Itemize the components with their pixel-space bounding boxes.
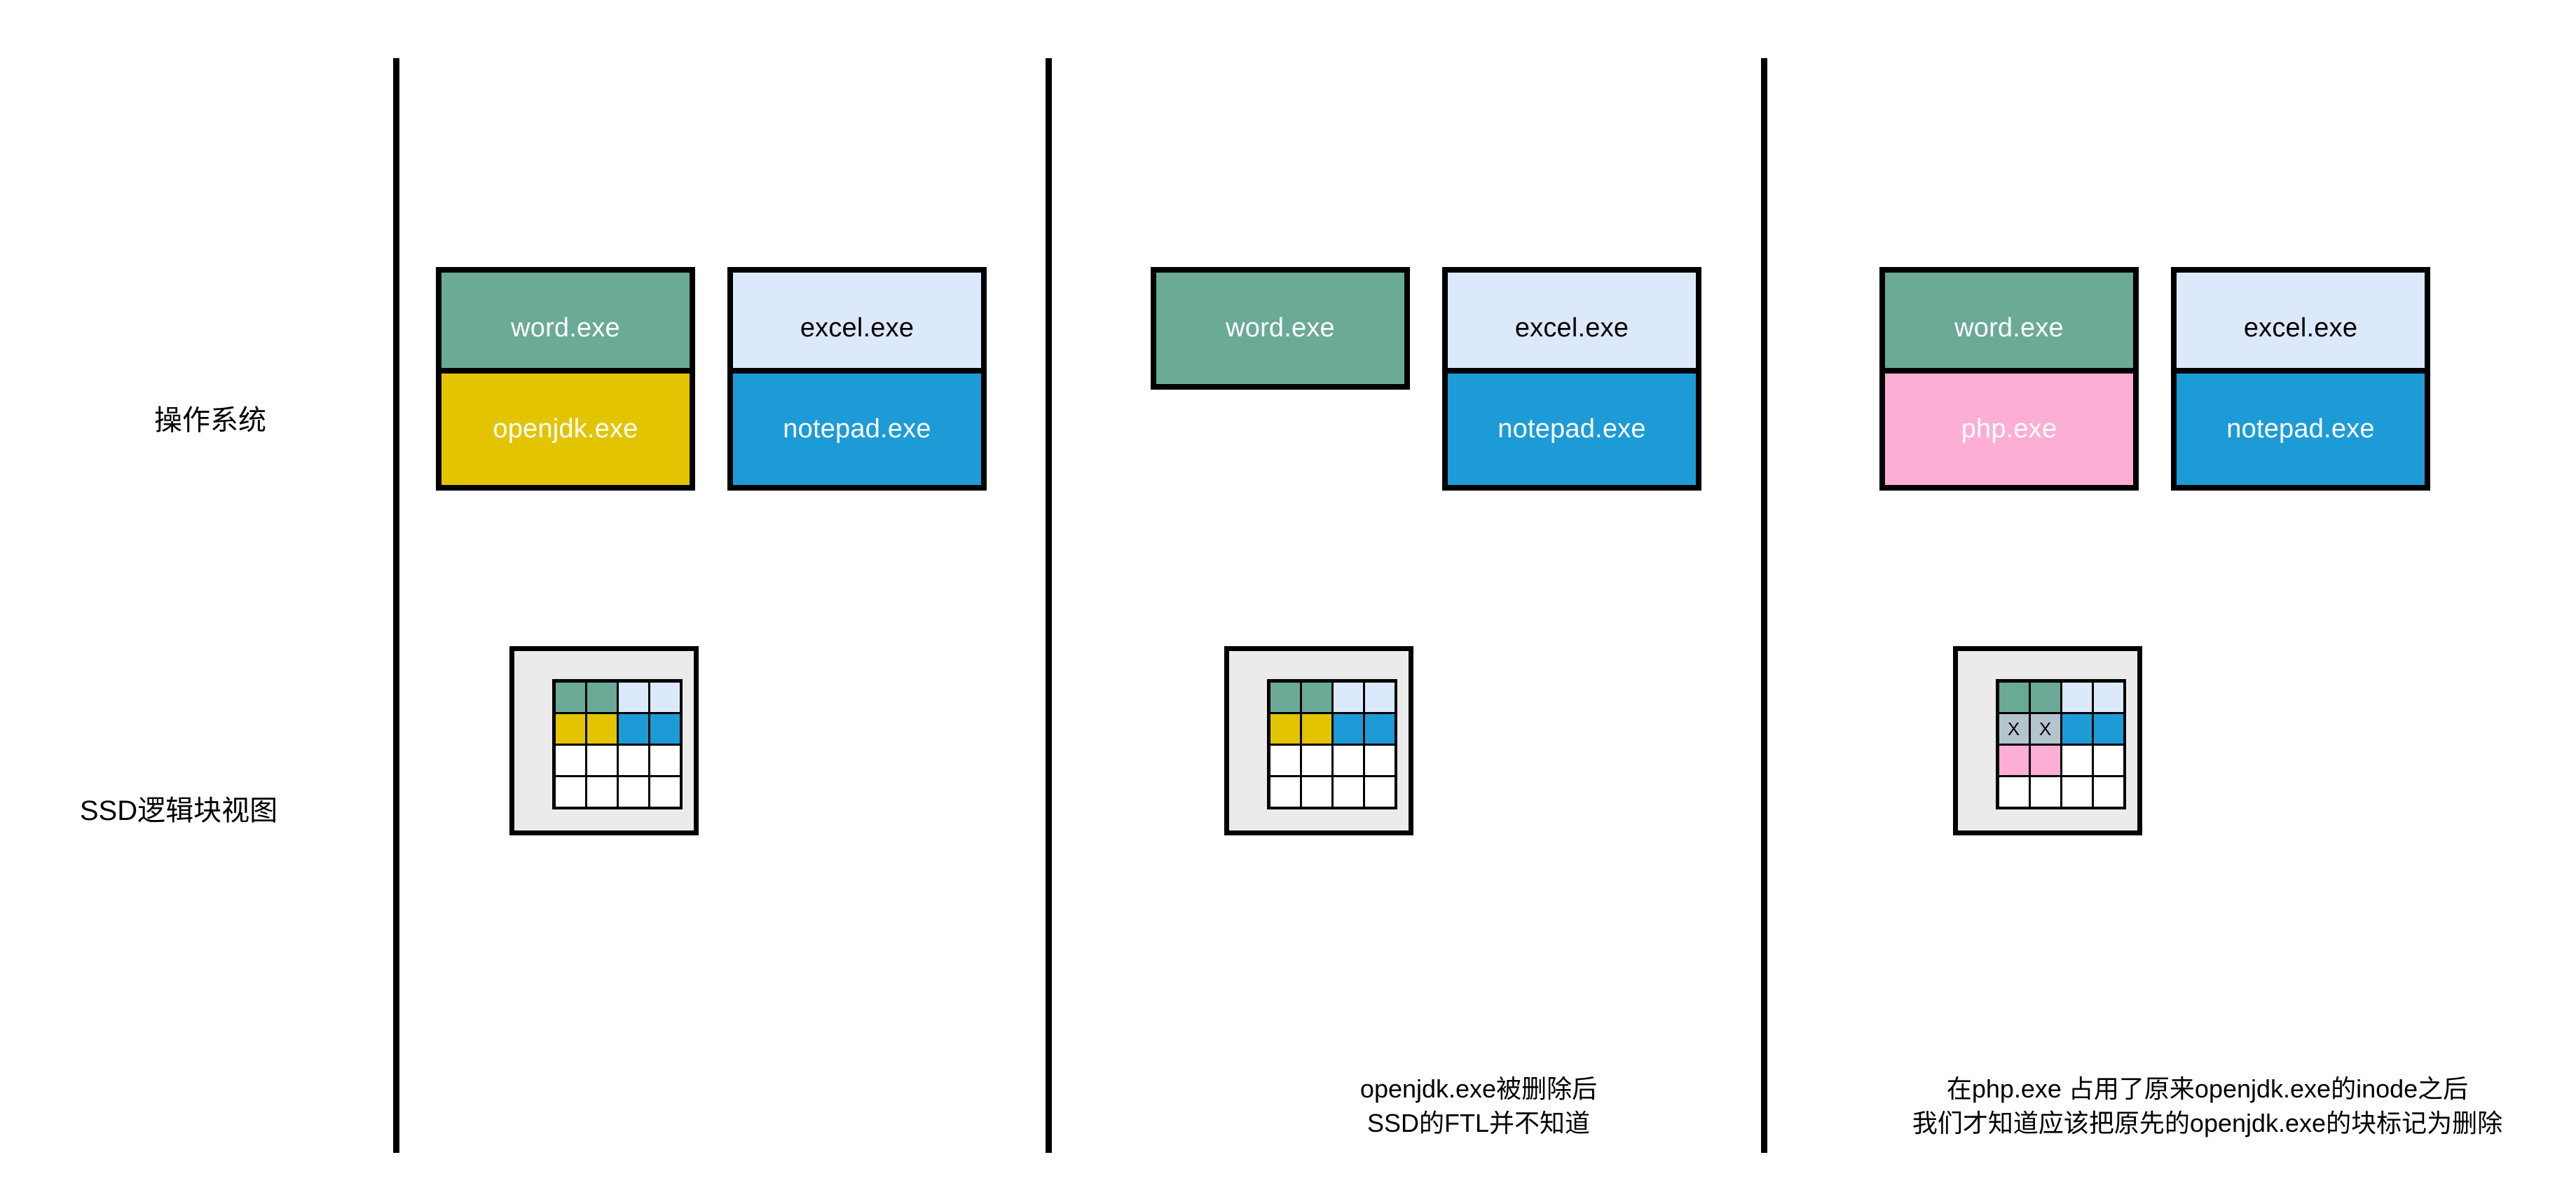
ssd-block[interactable] bbox=[553, 680, 587, 714]
file-box-label: notepad.exe bbox=[2226, 414, 2375, 444]
row-label-ssd-logical-block-view: SSD逻辑块视图 bbox=[79, 795, 278, 826]
ssd-block[interactable] bbox=[648, 680, 682, 714]
ssd-tray bbox=[509, 646, 699, 835]
ssd-block[interactable] bbox=[1331, 774, 1365, 809]
ssd-block[interactable] bbox=[584, 774, 619, 809]
ssd-block-grid bbox=[552, 679, 683, 809]
file-box-notepad-exe[interactable]: notepad.exe bbox=[727, 368, 987, 491]
ssd-block[interactable] bbox=[2091, 774, 2125, 809]
column-divider-1 bbox=[393, 58, 399, 1153]
ssd-block[interactable] bbox=[1362, 743, 1397, 777]
caption-line: 我们才知道应该把原先的openjdk.exe的块标记为删除 bbox=[1912, 1108, 2503, 1137]
ssd-block[interactable] bbox=[648, 711, 682, 746]
file-box-label: word.exe bbox=[1954, 313, 2064, 343]
file-box-label: word.exe bbox=[511, 313, 620, 343]
ssd-block[interactable] bbox=[584, 711, 619, 746]
caption-line: SSD的FTL并不知道 bbox=[1366, 1108, 1591, 1137]
ssd-block[interactable] bbox=[1331, 711, 1365, 746]
ssd-block[interactable] bbox=[616, 774, 650, 809]
caption-line: 在php.exe 占用了原来openjdk.exe的inode之后 bbox=[1946, 1074, 2469, 1103]
ssd-block[interactable] bbox=[1996, 743, 2031, 777]
ssd-block[interactable] bbox=[648, 743, 682, 777]
file-box-notepad-exe[interactable]: notepad.exe bbox=[2171, 368, 2430, 491]
file-box-label: word.exe bbox=[1226, 313, 1335, 343]
file-box-notepad-exe[interactable]: notepad.exe bbox=[1442, 368, 1701, 491]
column-divider-3 bbox=[1761, 58, 1767, 1153]
ssd-block[interactable] bbox=[2060, 711, 2094, 746]
ssd-block[interactable] bbox=[584, 680, 619, 714]
caption-line: openjdk.exe被删除后 bbox=[1359, 1074, 1598, 1103]
ssd-block[interactable] bbox=[2060, 680, 2094, 714]
ssd-block[interactable] bbox=[1268, 680, 1302, 714]
ssd-block[interactable] bbox=[584, 743, 619, 777]
ssd-block[interactable] bbox=[2060, 743, 2094, 777]
ssd-block[interactable] bbox=[1299, 743, 1334, 777]
ssd-block[interactable] bbox=[648, 774, 682, 809]
ssd-block[interactable] bbox=[553, 711, 587, 746]
ssd-block-deleted[interactable]: X bbox=[1996, 711, 2031, 746]
ssd-block[interactable] bbox=[1268, 774, 1302, 809]
ssd-block[interactable] bbox=[2028, 774, 2062, 809]
ssd-block[interactable] bbox=[2060, 774, 2094, 809]
ssd-block[interactable] bbox=[1362, 711, 1397, 746]
ssd-tray bbox=[1224, 646, 1413, 835]
file-box-label: excel.exe bbox=[2243, 313, 2358, 343]
ssd-block[interactable] bbox=[1268, 711, 1302, 746]
file-box-label: excel.exe bbox=[800, 313, 914, 343]
ssd-block[interactable] bbox=[2091, 711, 2125, 746]
ssd-block[interactable] bbox=[616, 711, 650, 746]
stage-caption: openjdk.exe被删除后 SSD的FTL并不知道 bbox=[1093, 1072, 1864, 1140]
ssd-block[interactable] bbox=[1331, 743, 1365, 777]
ssd-block[interactable] bbox=[1362, 680, 1397, 714]
ssd-block[interactable] bbox=[616, 743, 650, 777]
ssd-block[interactable] bbox=[1362, 774, 1397, 809]
ssd-block-deleted[interactable]: X bbox=[2028, 711, 2062, 746]
ssd-block[interactable] bbox=[1996, 774, 2031, 809]
ssd-block[interactable] bbox=[2028, 743, 2062, 777]
ssd-block[interactable] bbox=[1299, 711, 1334, 746]
file-box-php-exe[interactable]: php.exe bbox=[1879, 368, 2139, 491]
ssd-block[interactable] bbox=[1299, 680, 1334, 714]
file-box-label: excel.exe bbox=[1514, 313, 1629, 343]
column-divider-2 bbox=[1046, 58, 1052, 1153]
ssd-block[interactable] bbox=[1268, 743, 1302, 777]
file-box-openjdk-exe[interactable]: openjdk.exe bbox=[436, 368, 695, 491]
ssd-block[interactable] bbox=[1996, 680, 2031, 714]
ssd-block[interactable] bbox=[2091, 680, 2125, 714]
file-box-word-exe[interactable]: word.exe bbox=[1151, 267, 1410, 390]
stage-column-2: word.exe excel.exe notepad.exe openjdk.exe被… bbox=[1135, 0, 1822, 1197]
ssd-block[interactable] bbox=[2091, 743, 2125, 777]
file-box-label: openjdk.exe bbox=[493, 414, 638, 444]
stage-caption: 在php.exe 占用了原来openjdk.exe的inode之后我们才知道应该… bbox=[1822, 1072, 2576, 1140]
ssd-block[interactable] bbox=[616, 680, 650, 714]
stage-column-1: word.exe excel.exe openjdk.exe notepad.exe bbox=[420, 0, 1107, 1197]
ssd-block[interactable] bbox=[553, 774, 587, 809]
file-box-label: notepad.exe bbox=[1498, 414, 1646, 444]
ssd-block-grid bbox=[1267, 679, 1397, 809]
ssd-block[interactable] bbox=[553, 743, 587, 777]
row-label-operating-system: 操作系统 bbox=[154, 405, 266, 436]
ssd-block[interactable] bbox=[2028, 680, 2062, 714]
ssd-block[interactable] bbox=[1299, 774, 1334, 809]
file-box-label: php.exe bbox=[1961, 414, 2057, 444]
file-box-label: notepad.exe bbox=[783, 414, 931, 444]
ssd-block[interactable] bbox=[1331, 680, 1365, 714]
